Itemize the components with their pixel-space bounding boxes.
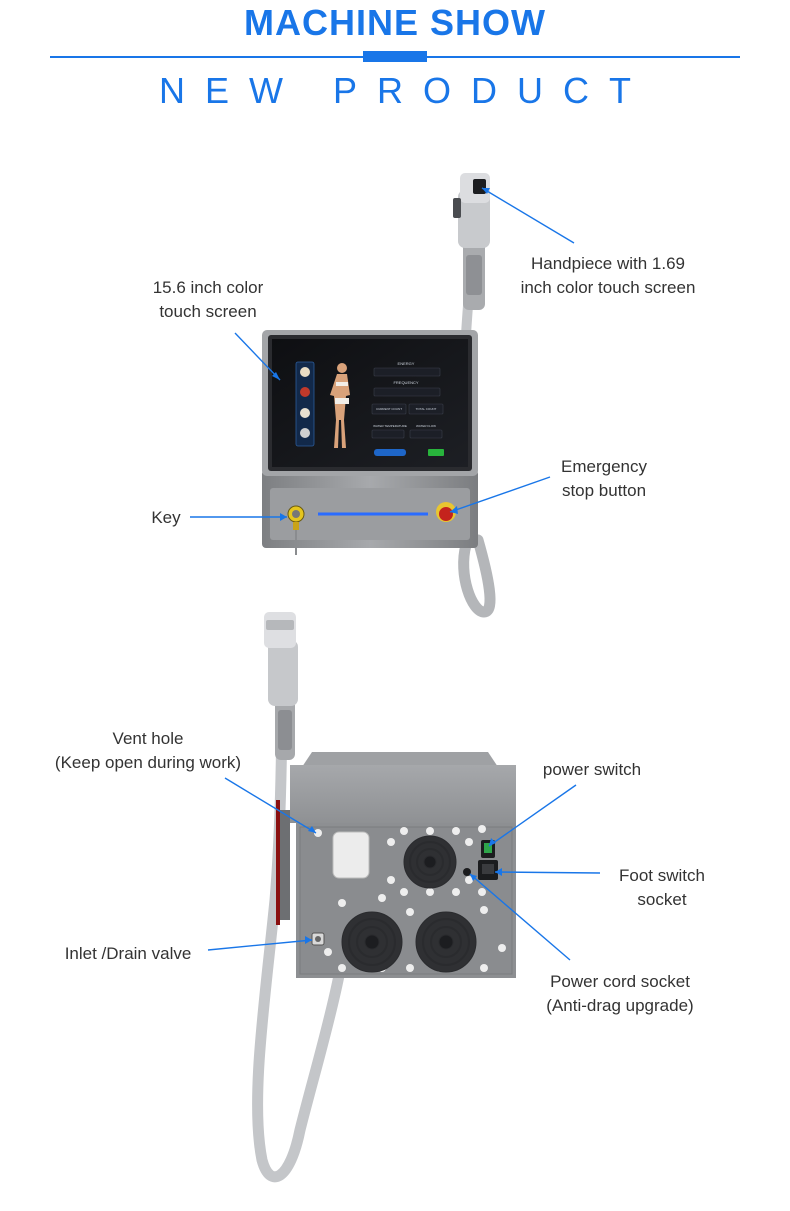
pointer-vent	[224, 777, 317, 834]
label-vent-hole: Vent hole (Keep open during work)	[46, 727, 250, 775]
front-handpiece	[453, 173, 490, 310]
label-touch-screen-line1: 15.6 inch color	[152, 278, 264, 297]
page-subtitle: NEW PRODUCT	[159, 70, 651, 111]
screen-start-button	[374, 449, 406, 456]
label-vent-line1: Vent hole	[112, 729, 184, 748]
emergency-stop-button	[436, 502, 456, 522]
foot-switch-socket	[463, 868, 471, 876]
pointer-lines	[190, 187, 601, 961]
fan-bottom-left	[341, 911, 403, 973]
pointer-power-switch	[488, 784, 577, 847]
page-title: MACHINE SHOW	[244, 2, 546, 43]
back-handpiece	[264, 612, 298, 760]
label-key: Key	[151, 508, 181, 527]
label-inlet-drain-valve: Inlet /Drain valve	[64, 944, 192, 963]
label-emergency-stop: Emergency stop button	[552, 455, 656, 503]
label-vent-line2: (Keep open during work)	[54, 753, 242, 772]
label-foot-line2: socket	[637, 890, 687, 909]
label-foot-line1: Foot switch	[619, 866, 705, 885]
screen-water-flow: WATER FLOW	[416, 424, 436, 428]
fan-bottom-right	[415, 911, 477, 973]
screen-water-temperature: WATER TEMPERATURE	[373, 424, 407, 428]
label-power-switch: power switch	[542, 760, 642, 779]
label-foot-switch-socket: Foot switch socket	[610, 864, 714, 912]
label-handpiece-line1: Handpiece with 1.69	[530, 254, 686, 273]
label-cord-line1: Power cord socket	[550, 972, 690, 991]
back-body	[290, 765, 516, 823]
label-power-cord-socket: Power cord socket (Anti-drag upgrade)	[534, 970, 706, 1018]
vent-holes	[314, 825, 506, 972]
screen-energy-label: ENERGY	[398, 361, 415, 366]
front-cable	[458, 534, 496, 618]
label-emergency-line2: stop button	[561, 481, 647, 500]
label-handpiece-line2: inch color touch screen	[520, 278, 696, 297]
pointer-screen	[234, 332, 281, 381]
back-machine	[252, 612, 516, 1183]
screen-ok-button	[428, 449, 444, 456]
figure-icon	[330, 363, 350, 448]
screen-frequency-label: FREQUENCY	[393, 380, 418, 385]
pointer-cord	[469, 873, 571, 961]
front-machine: ENERGY FREQUENCY CURRENT COUNT TOTAL COU…	[262, 173, 496, 618]
cable-connector	[332, 831, 370, 879]
screen-total-count: TOTAL COUNT	[416, 407, 437, 411]
pointer-emergency	[449, 476, 551, 513]
pointer-foot-socket	[494, 871, 601, 874]
label-emergency-line1: Emergency	[561, 457, 647, 476]
pointer-inlet	[207, 939, 313, 951]
screen-current-count: CURRENT COUNT	[376, 407, 402, 411]
title-rule-block	[363, 51, 427, 62]
pointer-arrowheads	[272, 188, 502, 944]
pointer-handpiece	[481, 187, 575, 244]
label-cord-line2: (Anti-drag upgrade)	[546, 996, 694, 1015]
label-touch-screen-line2: touch screen	[159, 302, 257, 321]
label-touch-screen: 15.6 inch color touch screen	[146, 276, 270, 324]
key-switch	[287, 505, 305, 555]
fan-top	[403, 835, 457, 889]
label-handpiece: Handpiece with 1.69 inch color touch scr…	[510, 252, 706, 300]
